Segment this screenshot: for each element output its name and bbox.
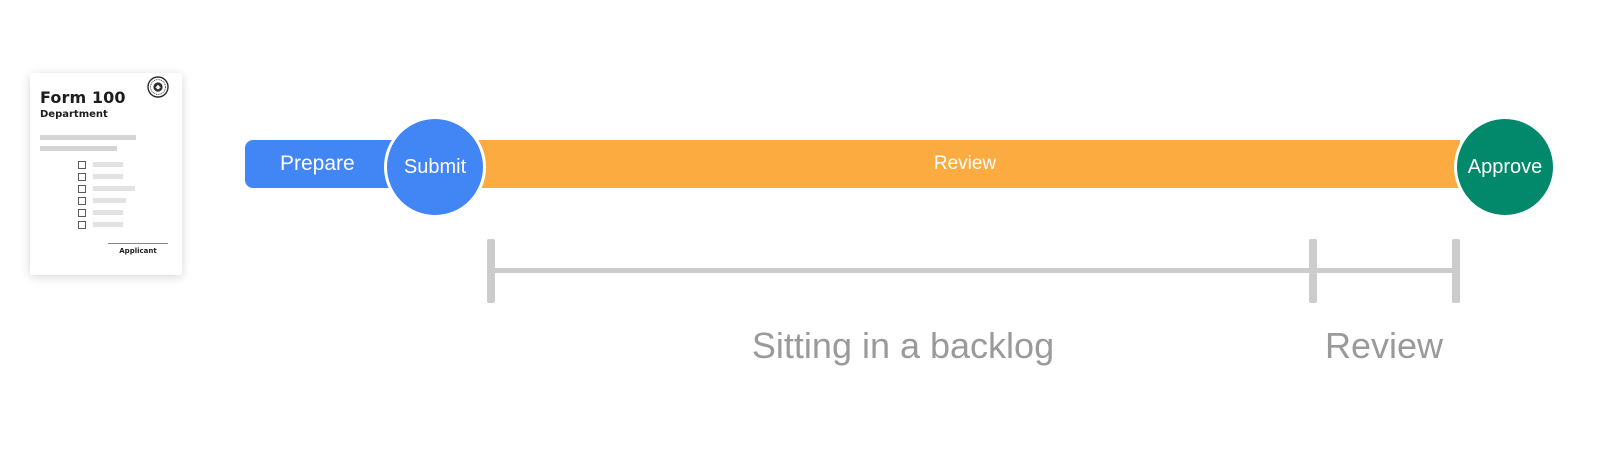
- seal-icon: [147, 76, 169, 98]
- checkbox-row: [78, 172, 138, 182]
- checkbox-icon: [78, 161, 86, 169]
- review-span-label: Review: [1324, 325, 1444, 366]
- checkbox-icon: [78, 221, 86, 229]
- form-card: Form 100 Department Applicant: [30, 73, 182, 275]
- checkbox-icon: [78, 185, 86, 193]
- form-text-line: [40, 146, 117, 151]
- checkbox-text-line: [93, 174, 123, 179]
- form-title: Form 100: [40, 88, 126, 107]
- approve-label: Approve: [1467, 155, 1543, 178]
- signature-line: [108, 243, 168, 244]
- review-label: Review: [933, 153, 997, 174]
- checkbox-row: [78, 184, 138, 194]
- checkbox-icon: [78, 197, 86, 205]
- review-span-line: [1313, 268, 1456, 273]
- checkbox-text-line: [93, 222, 123, 227]
- checkbox-row: [78, 196, 138, 206]
- signature-label: Applicant: [119, 247, 157, 255]
- review-segment: [470, 140, 1460, 188]
- backlog-span-label: Sitting in a backlog: [751, 325, 1055, 366]
- submit-label: Submit: [403, 155, 467, 178]
- checkbox-row: [78, 220, 138, 230]
- checkbox-icon: [78, 173, 86, 181]
- checkbox-text-line: [93, 186, 135, 191]
- checkbox-icon: [78, 209, 86, 217]
- prepare-label: Prepare: [280, 152, 355, 175]
- form-subtitle: Department: [40, 109, 108, 120]
- submit-step-circle: Submit: [384, 116, 486, 218]
- timeline-tick-end: [1452, 239, 1460, 303]
- checkbox-text-line: [93, 210, 123, 215]
- backlog-span-line: [491, 268, 1319, 273]
- checkbox-row: [78, 208, 138, 218]
- form-text-line: [40, 135, 136, 140]
- checkbox-row: [78, 160, 138, 170]
- approve-step-circle: Approve: [1454, 116, 1556, 218]
- checkbox-text-line: [93, 198, 126, 203]
- checkbox-text-line: [93, 162, 123, 167]
